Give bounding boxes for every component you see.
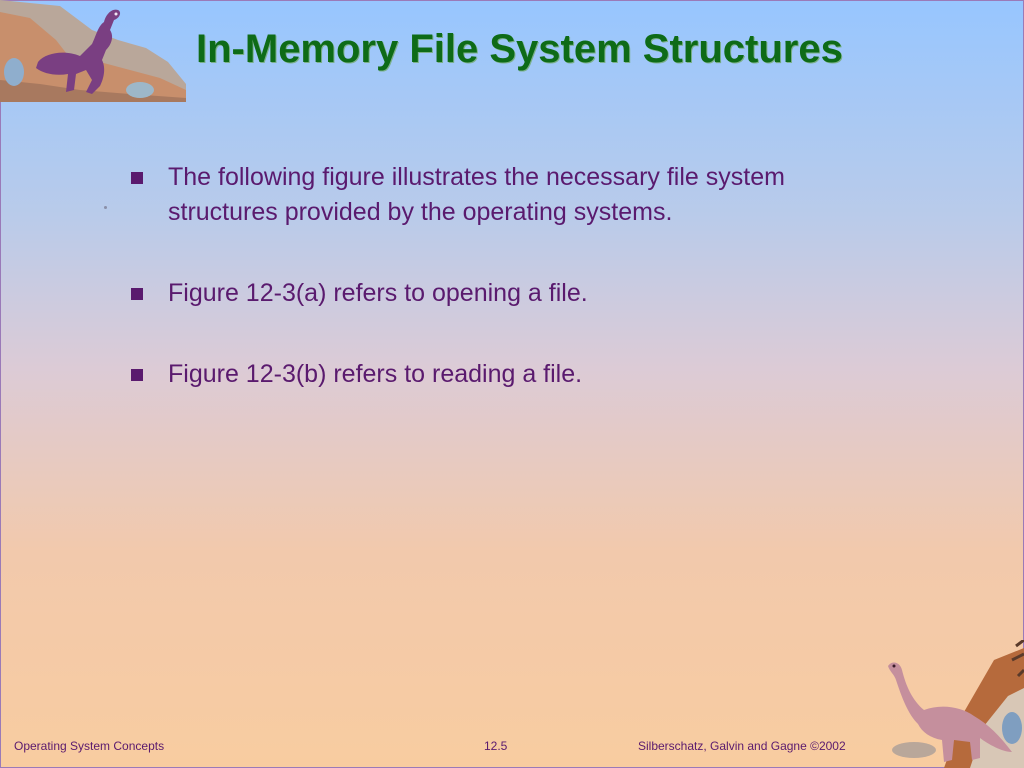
bullet-list: The following figure illustrates the nec… bbox=[128, 160, 888, 438]
bullet-item: Figure 12-3(b) refers to reading a file. bbox=[128, 357, 888, 392]
square-bullet-icon bbox=[131, 288, 143, 300]
square-bullet-icon bbox=[131, 172, 143, 184]
bullet-text: Figure 12-3(a) refers to opening a file. bbox=[168, 279, 588, 307]
footer-slide-number: 12.5 bbox=[484, 739, 508, 753]
bullet-item: Figure 12-3(a) refers to opening a file. bbox=[128, 276, 888, 311]
footer-copyright: Silberschatz, Galvin and Gagne ©2002 bbox=[638, 739, 846, 753]
slide-title: In-Memory File System Structures bbox=[196, 27, 843, 71]
footer-course-name: Operating System Concepts bbox=[14, 739, 165, 753]
dinosaur-trex-icon bbox=[0, 0, 186, 102]
stray-dot bbox=[104, 206, 107, 209]
bullet-item: The following figure illustrates the nec… bbox=[128, 160, 888, 230]
bullet-text: The following figure illustrates the nec… bbox=[168, 163, 785, 226]
dinosaur-brachiosaurus-icon bbox=[888, 640, 1024, 768]
square-bullet-icon bbox=[131, 369, 143, 381]
bullet-text: Figure 12-3(b) refers to reading a file. bbox=[168, 360, 583, 388]
